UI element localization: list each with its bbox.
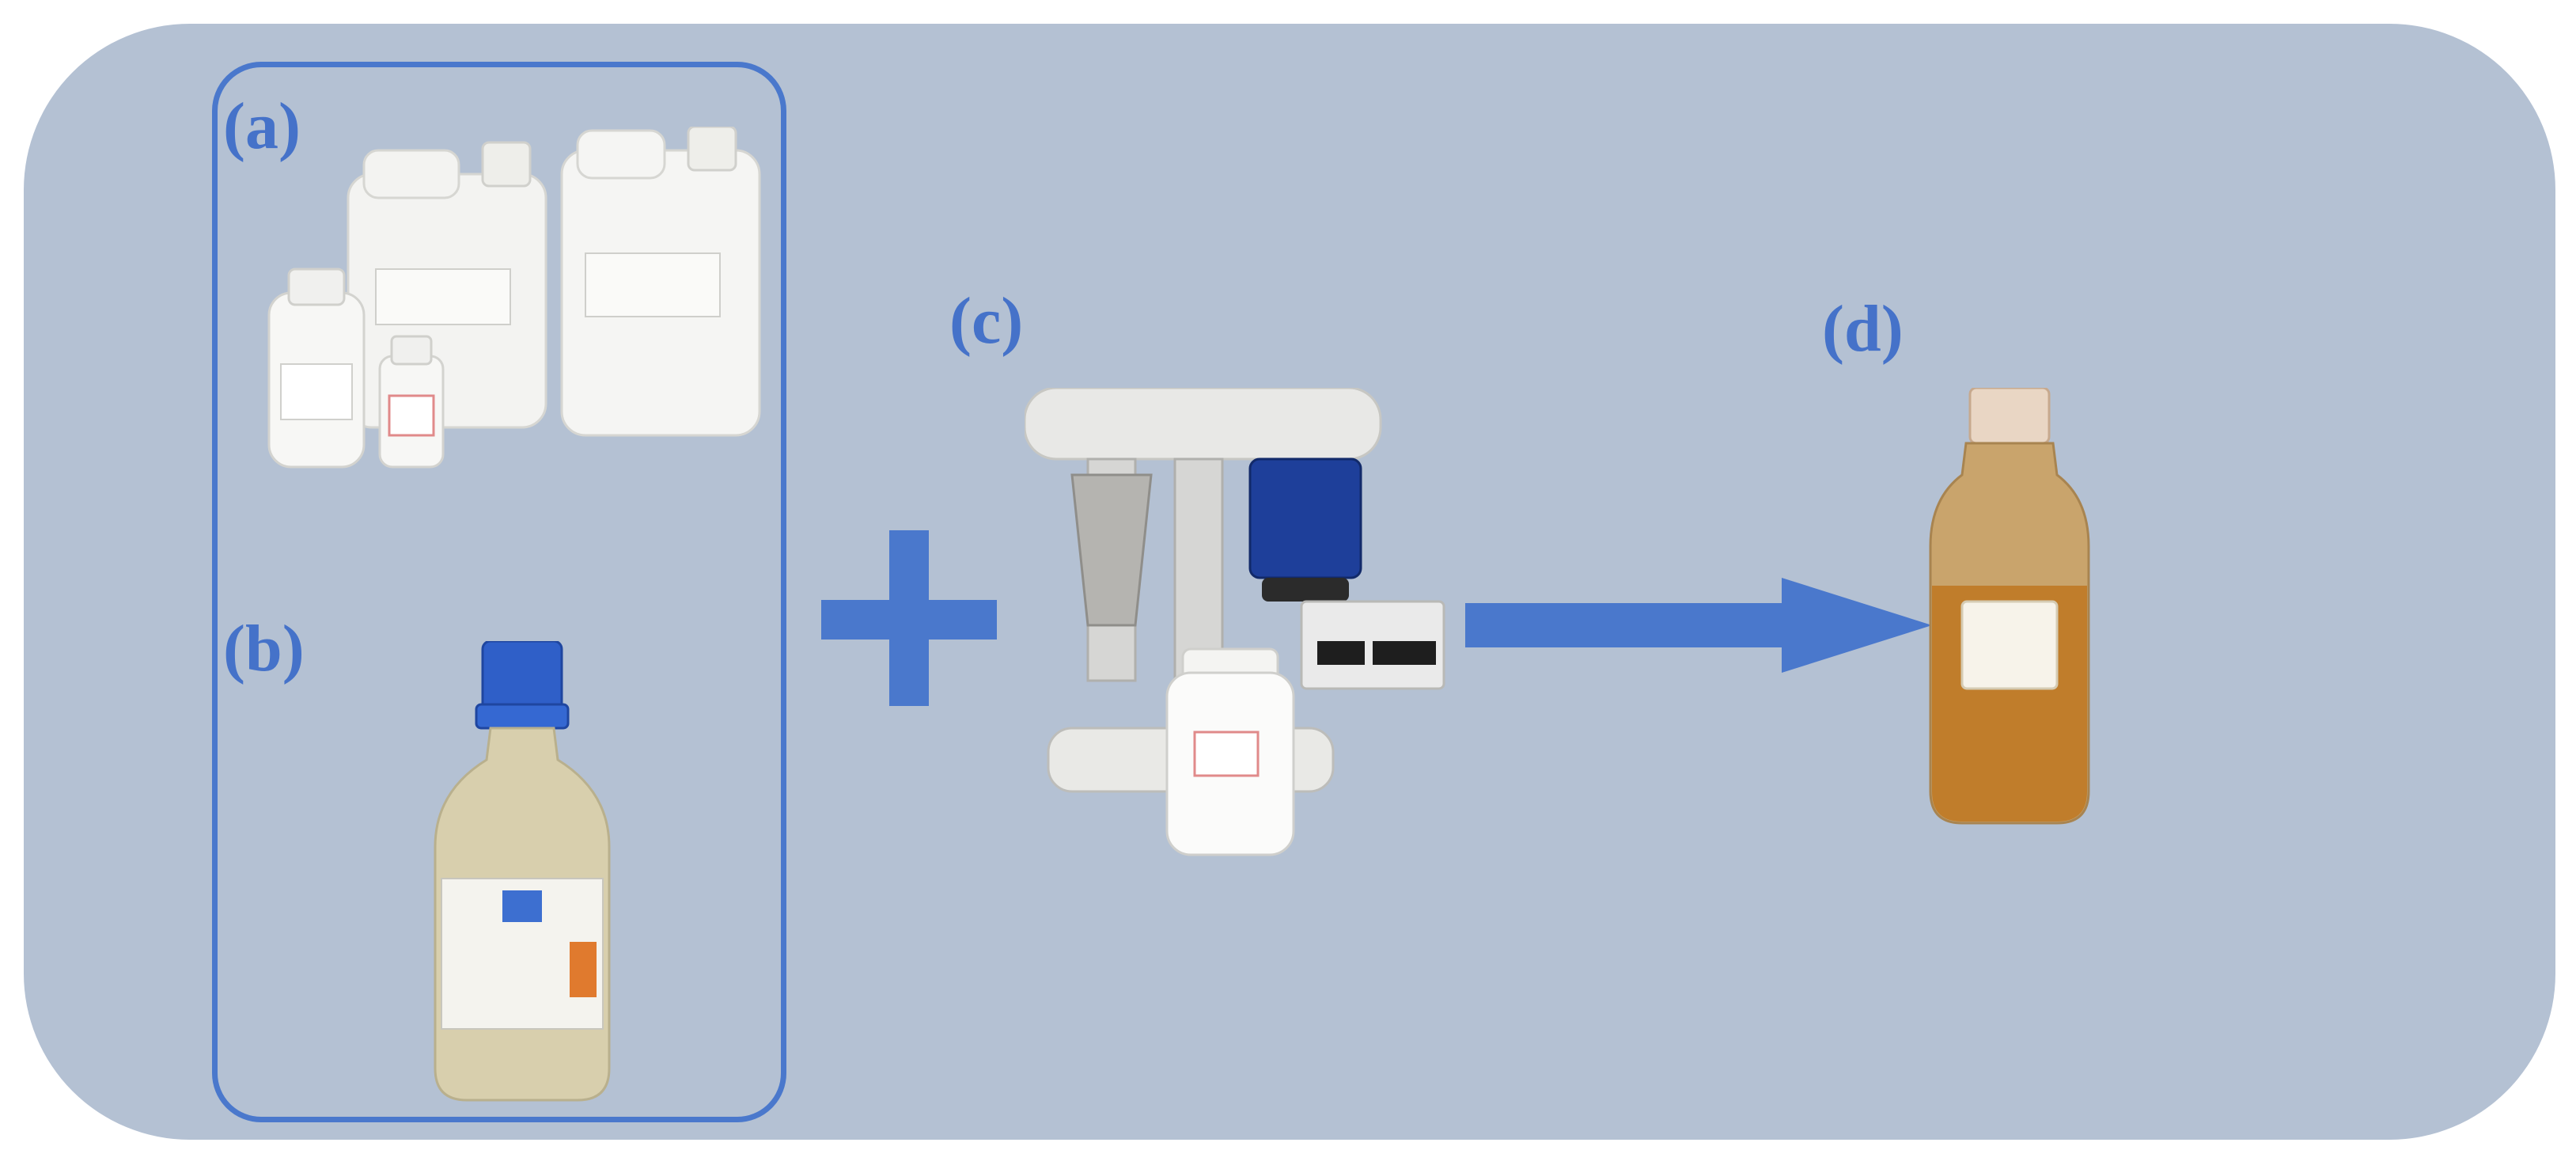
label-c: (c) <box>949 284 1024 358</box>
flotation-machine-icon <box>1025 388 1468 863</box>
label-a: (a) <box>223 89 301 163</box>
process-arrow <box>1465 578 1940 677</box>
label-d: (d) <box>1822 292 1904 366</box>
blue-cap-glass-reagent-bottle-icon <box>427 641 617 1108</box>
amber-liquid-bottle-icon <box>1923 388 2097 831</box>
white-plastic-reagent-containers-icon <box>253 127 775 499</box>
label-b: (b) <box>223 612 305 685</box>
reagent-group-box <box>212 62 786 1122</box>
plus-sign-vertical <box>889 530 929 706</box>
